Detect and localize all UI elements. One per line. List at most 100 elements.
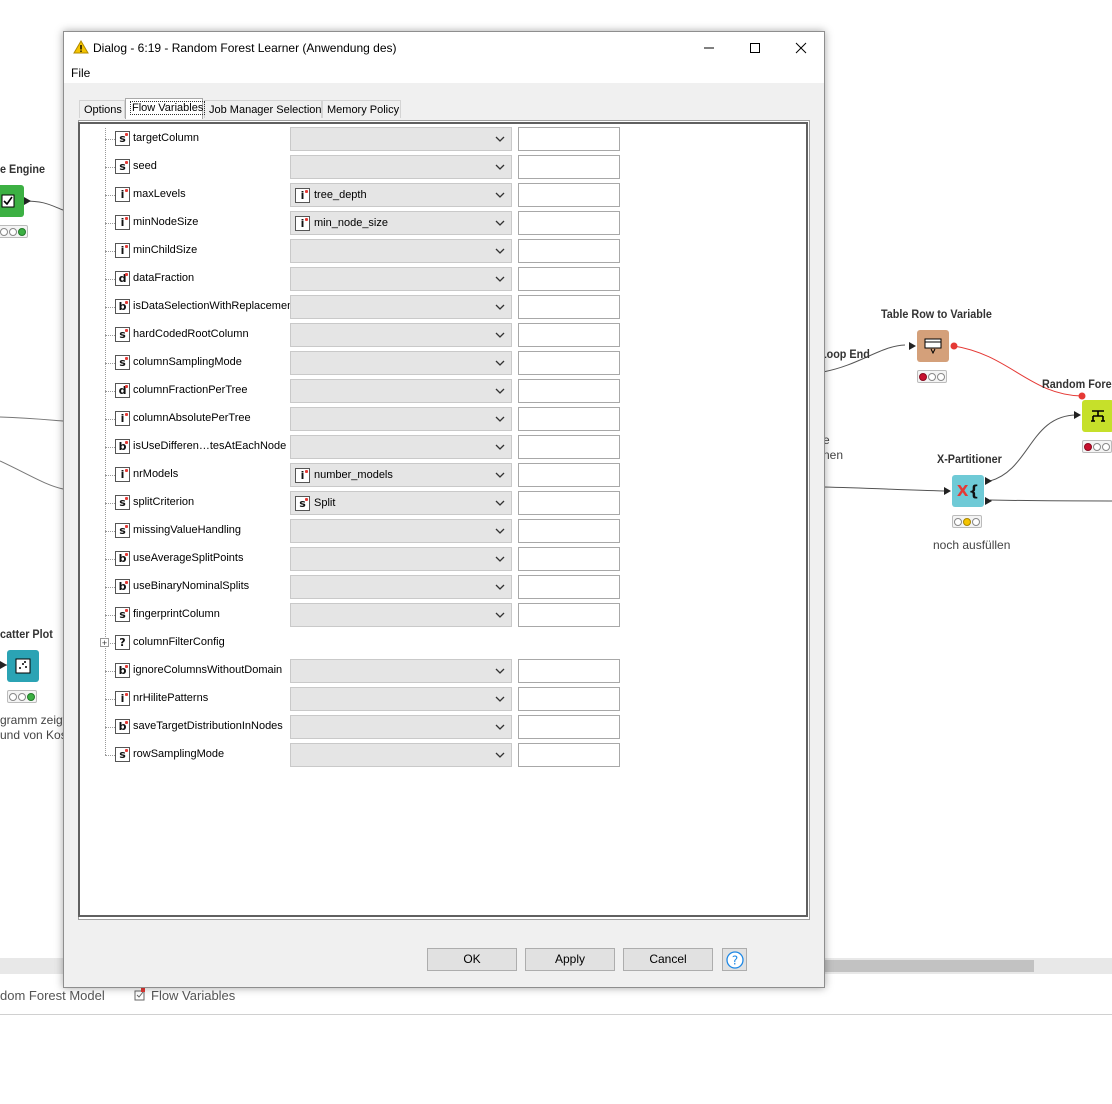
variable-select[interactable] xyxy=(290,407,512,431)
ok-button[interactable]: OK xyxy=(427,948,517,971)
close-button[interactable] xyxy=(778,32,824,63)
input-port-icon[interactable] xyxy=(909,342,916,350)
variable-select[interactable] xyxy=(290,323,512,347)
output-variable-field[interactable] xyxy=(518,575,620,599)
variable-type-icon: s xyxy=(115,495,130,510)
table-row-to-variable-node[interactable] xyxy=(917,330,949,362)
chevron-down-icon xyxy=(495,248,505,254)
output-port-icon[interactable] xyxy=(985,497,992,505)
variable-select[interactable] xyxy=(290,351,512,375)
output-port-icon[interactable] xyxy=(24,197,31,205)
output-variable-field[interactable] xyxy=(518,463,620,487)
tab-options[interactable]: Options xyxy=(79,100,125,118)
scrollbar-thumb[interactable] xyxy=(820,960,1034,972)
variable-select[interactable] xyxy=(290,435,512,459)
output-variable-field[interactable] xyxy=(518,183,620,207)
variable-select[interactable] xyxy=(290,127,512,151)
variable-select[interactable] xyxy=(290,575,512,599)
tab-job-manager-selection[interactable]: Job Manager Selection xyxy=(204,100,322,118)
input-port-icon[interactable] xyxy=(1074,411,1081,419)
dialog-titlebar[interactable]: Dialog - 6:19 - Random Forest Learner (A… xyxy=(64,32,824,63)
variable-select[interactable] xyxy=(290,715,512,739)
engine-node-icon[interactable] xyxy=(0,185,24,217)
variable-name: isDataSelectionWithReplacement xyxy=(133,300,297,312)
output-variable-field[interactable] xyxy=(518,519,620,543)
chevron-down-icon xyxy=(495,304,505,310)
variable-type-icon: ? xyxy=(115,635,130,650)
chevron-down-icon xyxy=(495,192,505,198)
variable-select[interactable] xyxy=(290,659,512,683)
apply-button[interactable]: Apply xyxy=(525,948,615,971)
scatter-plot-label: catter Plot xyxy=(0,627,53,641)
variable-name: useAverageSplitPoints xyxy=(133,552,244,564)
output-variable-field[interactable] xyxy=(518,491,620,515)
scatter-annotation-line2: und von Koste xyxy=(0,728,77,742)
variable-type-icon: s xyxy=(115,523,130,538)
output-variable-field[interactable] xyxy=(518,659,620,683)
output-variable-field[interactable] xyxy=(518,687,620,711)
cancel-button[interactable]: Cancel xyxy=(623,948,713,971)
table-row-to-variable-label: Table Row to Variable xyxy=(881,307,992,321)
variable-select[interactable] xyxy=(290,687,512,711)
variable-type-icon: b xyxy=(115,579,130,594)
variable-name: minNodeSize xyxy=(133,216,199,228)
output-variable-field[interactable] xyxy=(518,323,620,347)
variable-select[interactable] xyxy=(290,267,512,291)
output-variable-field[interactable] xyxy=(518,603,620,627)
output-variable-field[interactable] xyxy=(518,715,620,739)
output-variable-field[interactable] xyxy=(518,379,620,403)
x-partitioner-node[interactable]: X{ xyxy=(952,475,984,507)
tab-flow-variables[interactable]: Flow Variables xyxy=(125,98,206,119)
output-variable-field[interactable] xyxy=(518,547,620,571)
random-forest-node[interactable] xyxy=(1082,400,1112,432)
variable-type-icon: d xyxy=(115,383,130,398)
minimize-button[interactable] xyxy=(686,32,732,63)
input-port-icon[interactable] xyxy=(944,487,951,495)
maximize-button[interactable] xyxy=(732,32,778,63)
variable-select[interactable] xyxy=(290,295,512,319)
output-variable-field[interactable] xyxy=(518,127,620,151)
output-variable-field[interactable] xyxy=(518,239,620,263)
model-tab[interactable]: dom Forest Model xyxy=(0,988,105,1003)
flow-variables-tab[interactable]: Flow Variables xyxy=(151,988,236,1003)
variable-select[interactable] xyxy=(290,239,512,263)
output-variable-field[interactable] xyxy=(518,211,620,235)
menu-file[interactable]: File xyxy=(71,66,91,80)
output-variable-field[interactable] xyxy=(518,351,620,375)
variable-select[interactable] xyxy=(290,603,512,627)
output-variable-field[interactable] xyxy=(518,743,620,767)
variable-select[interactable] xyxy=(290,379,512,403)
chevron-down-icon xyxy=(495,472,505,478)
scatter-plot-node[interactable] xyxy=(7,650,39,682)
output-variable-field[interactable] xyxy=(518,435,620,459)
output-variable-field[interactable] xyxy=(518,267,620,291)
output-variable-field[interactable] xyxy=(518,295,620,319)
output-variable-field[interactable] xyxy=(518,155,620,179)
variable-select[interactable] xyxy=(290,519,512,543)
chevron-down-icon xyxy=(495,164,505,170)
variable-select[interactable] xyxy=(290,547,512,571)
expand-icon[interactable]: + xyxy=(100,638,109,648)
dialog-menubar: File xyxy=(64,63,824,83)
help-button[interactable]: ? xyxy=(722,948,747,971)
variable-select[interactable] xyxy=(290,155,512,179)
tab-memory-policy[interactable]: Memory Policy xyxy=(322,100,401,118)
output-variable-field[interactable] xyxy=(518,407,620,431)
chevron-down-icon xyxy=(495,556,505,562)
input-port-icon[interactable] xyxy=(0,661,7,669)
chevron-down-icon xyxy=(495,724,505,730)
variable-select[interactable] xyxy=(290,743,512,767)
variable-name: columnAbsolutePerTree xyxy=(133,412,251,424)
output-port-icon[interactable] xyxy=(985,477,992,485)
